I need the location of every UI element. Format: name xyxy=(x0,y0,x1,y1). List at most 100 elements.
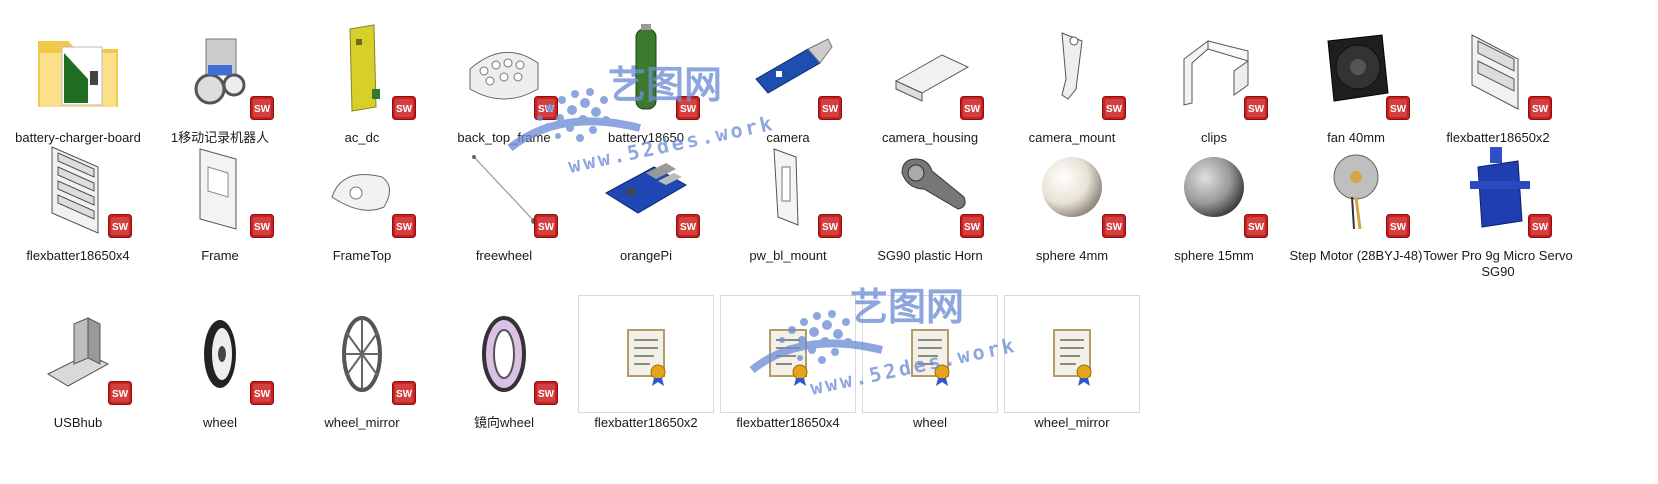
file-name-label: USBhub xyxy=(53,415,103,430)
file-name-label: battery-charger-board xyxy=(15,130,141,145)
svg-text:SW: SW xyxy=(1532,222,1549,233)
file-thumbnail[interactable]: SW xyxy=(1004,128,1140,246)
file-thumbnail[interactable]: SW xyxy=(1430,10,1566,128)
file-name-label: ac_dc xyxy=(344,130,380,145)
svg-text:SW: SW xyxy=(112,222,129,233)
file-thumbnail[interactable]: SW xyxy=(1288,128,1424,246)
file-name-label: wheel xyxy=(203,415,237,430)
svg-text:SW: SW xyxy=(112,389,129,400)
svg-text:SW: SW xyxy=(1106,104,1123,115)
file-thumbnail[interactable]: SW xyxy=(294,295,430,413)
solidworks-badge-icon: SW xyxy=(1386,214,1410,238)
file-thumbnail[interactable]: SW xyxy=(436,295,572,413)
file-thumbnail[interactable]: SW xyxy=(578,10,714,128)
file-thumbnail[interactable]: SW xyxy=(152,10,288,128)
file-item[interactable]: SW wheel xyxy=(145,295,295,431)
solidworks-badge-icon: SW xyxy=(392,96,416,120)
solidworks-badge-icon: SW xyxy=(534,214,558,238)
solidworks-badge-icon: SW xyxy=(1244,96,1268,120)
svg-text:SW: SW xyxy=(822,222,839,233)
file-name-label: flexbatter18650x4 xyxy=(736,415,840,430)
file-name-label: SG90 plastic Horn xyxy=(877,248,983,263)
sphere-light-icon xyxy=(1042,157,1102,217)
file-item[interactable]: SW clips xyxy=(1139,10,1289,146)
svg-text:SW: SW xyxy=(1106,222,1123,233)
solidworks-badge-icon: SW xyxy=(392,214,416,238)
file-thumbnail[interactable]: SW xyxy=(862,10,998,128)
file-thumbnail[interactable]: SW xyxy=(436,128,572,246)
wheel-mirror-icon xyxy=(482,316,526,392)
file-item[interactable]: battery-charger-board xyxy=(3,10,153,146)
certificate-icon xyxy=(911,329,950,386)
svg-text:SW: SW xyxy=(1390,222,1407,233)
file-thumbnail[interactable]: SW xyxy=(1146,10,1282,128)
file-thumbnail[interactable] xyxy=(862,295,998,413)
file-item[interactable]: SW SG90 plastic Horn xyxy=(855,128,1005,264)
file-item[interactable]: flexbatter18650x2 xyxy=(571,295,721,431)
file-item[interactable]: flexbatter18650x4 xyxy=(713,295,863,431)
file-thumbnail[interactable]: SW xyxy=(1288,10,1424,128)
file-name-label: sphere 4mm xyxy=(1035,248,1109,263)
solidworks-badge-icon: SW xyxy=(108,381,132,405)
folder-icon xyxy=(38,41,118,107)
file-item[interactable]: SW flexbatter18650x2 xyxy=(1423,10,1573,146)
file-name-label: flexbatter18650x2 xyxy=(594,415,698,430)
file-item[interactable]: SW USBhub xyxy=(3,295,153,431)
frame-top-icon xyxy=(331,174,390,211)
file-thumbnail[interactable]: SW xyxy=(294,128,430,246)
file-thumbnail[interactable] xyxy=(720,295,856,413)
file-thumbnail[interactable]: SW xyxy=(1430,128,1566,246)
file-item[interactable]: SW camera_mount xyxy=(997,10,1147,146)
file-item[interactable]: SW camera xyxy=(713,10,863,146)
file-item[interactable]: wheel_mirror xyxy=(997,295,1147,431)
solidworks-badge-icon: SW xyxy=(392,381,416,405)
file-name-label: flexbatter18650x2 xyxy=(1446,130,1550,145)
certificate-icon xyxy=(627,329,666,386)
file-thumbnail[interactable]: SW xyxy=(152,128,288,246)
file-name-label: Step Motor (28BYJ-48) xyxy=(1289,248,1423,263)
file-thumbnail[interactable]: SW xyxy=(720,10,856,128)
svg-text:SW: SW xyxy=(254,389,271,400)
file-thumbnail[interactable]: SW xyxy=(10,295,146,413)
svg-text:SW: SW xyxy=(822,104,839,115)
file-item[interactable]: SW sphere 4mm xyxy=(997,128,1147,264)
file-thumbnail[interactable]: SW xyxy=(720,128,856,246)
solidworks-badge-icon: SW xyxy=(534,96,558,120)
file-thumbnail[interactable]: SW xyxy=(152,295,288,413)
file-name-label: clips xyxy=(1200,130,1227,145)
file-thumbnail[interactable] xyxy=(10,10,146,128)
file-thumbnail[interactable] xyxy=(1004,295,1140,413)
solidworks-badge-icon: SW xyxy=(108,214,132,238)
file-name-label: camera_mount xyxy=(1028,130,1116,145)
solidworks-badge-icon: SW xyxy=(250,381,274,405)
file-thumbnail[interactable]: SW xyxy=(862,128,998,246)
file-thumbnail[interactable]: SW xyxy=(1146,128,1282,246)
file-name-label: camera xyxy=(766,130,810,145)
file-thumbnail[interactable] xyxy=(578,295,714,413)
solidworks-badge-icon: SW xyxy=(1102,214,1126,238)
file-thumbnail[interactable]: SW xyxy=(10,128,146,246)
file-item[interactable]: SW ac_dc xyxy=(287,10,437,146)
back-top-frame-icon xyxy=(469,51,539,100)
file-item[interactable]: SW Step Motor (28BYJ-48) xyxy=(1281,128,1431,264)
file-thumbnail[interactable]: SW xyxy=(1004,10,1140,128)
file-thumbnail[interactable]: SW xyxy=(294,10,430,128)
file-item[interactable]: wheel xyxy=(855,295,1005,431)
file-thumbnail[interactable]: SW xyxy=(436,10,572,128)
file-thumbnail[interactable]: SW xyxy=(578,128,714,246)
